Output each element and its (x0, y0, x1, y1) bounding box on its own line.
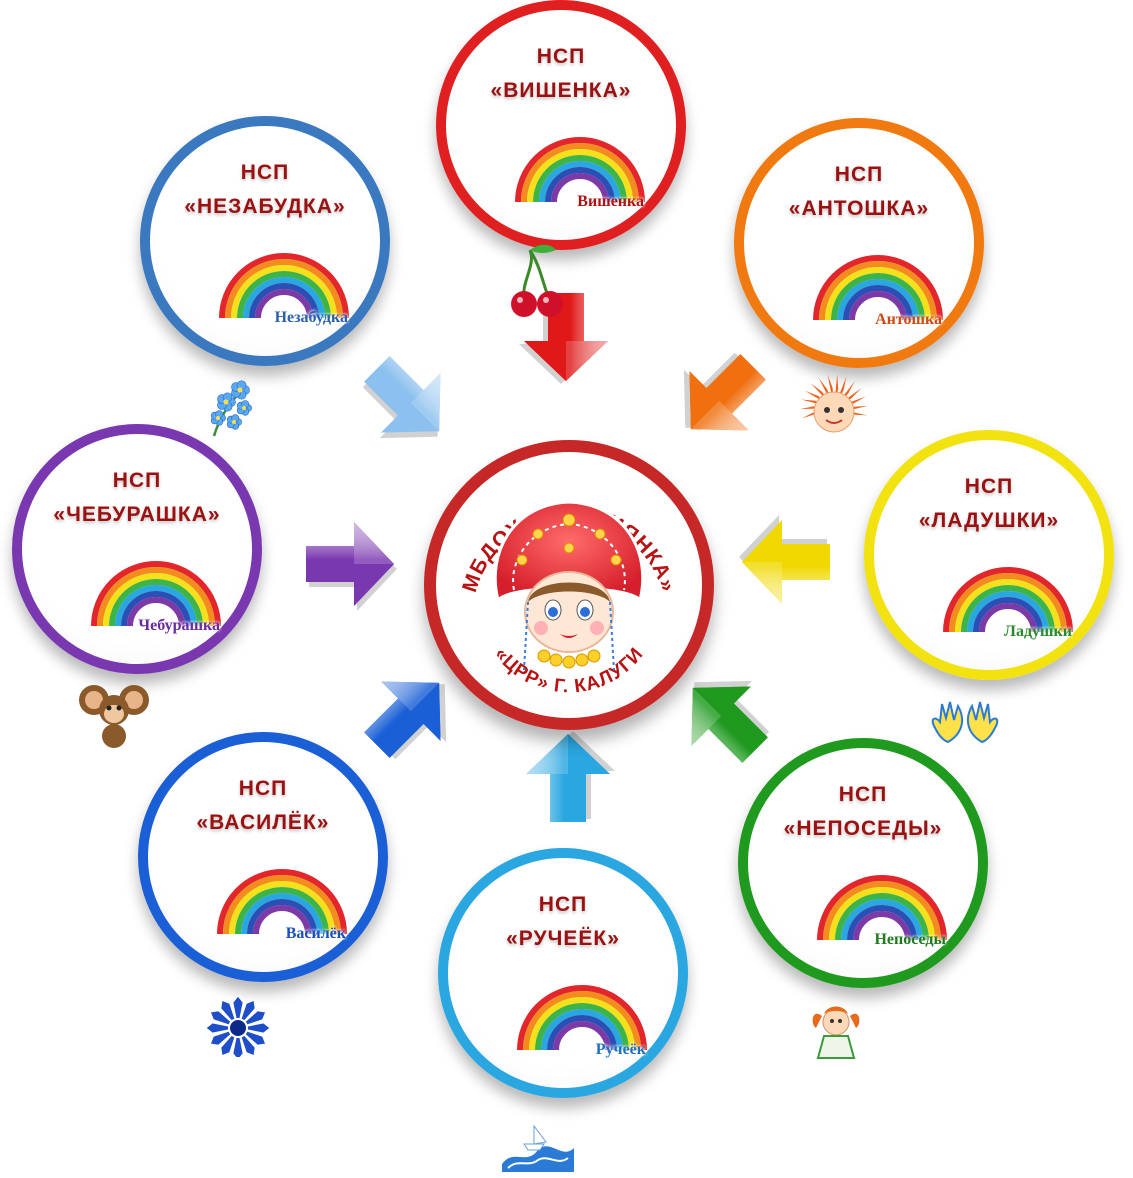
arrow-up-icon (526, 731, 615, 822)
rainbow-icon (219, 253, 349, 319)
node-ruchyok: НСП «РУЧЕЁК» Ручеёк (438, 848, 688, 1172)
node-title: «ЧЕБУРАШКА» (53, 503, 221, 526)
node-label: НСП «НЕПОСЕДЫ» (748, 778, 978, 846)
logo-neposedy: Непоседы (798, 848, 948, 1059)
node-prefix: НСП (112, 469, 162, 492)
arrow-down-icon (519, 293, 608, 384)
logo-nezabudka: Незабудка (200, 226, 350, 437)
logo-caption: Непоседы (874, 931, 946, 948)
logo-caption: Чебурашка (138, 617, 220, 634)
matryoshka-icon (493, 500, 645, 671)
center-node: МБДОУ «РОССИЯНКА» «ЦРР» Г. КАЛУГИ (424, 440, 714, 730)
node-title: «ЛАДУШКИ» (918, 509, 1060, 532)
node-prefix: НСП (838, 783, 888, 806)
arrow-left-icon (739, 515, 830, 604)
cornflower-icon (205, 995, 271, 1061)
node-label: НСП «НЕЗАБУДКА» (150, 156, 380, 224)
logo-caption: Незабудка (274, 309, 348, 326)
node-prefix: НСП (834, 163, 884, 186)
cheburashka-icon (79, 685, 149, 748)
node-prefix: НСП (964, 475, 1014, 498)
rainbow-icon (217, 869, 347, 935)
node-title: «РУЧЕЁК» (506, 927, 620, 950)
logo-vishenka: Вишенка (496, 110, 646, 317)
node-nezabudka: НСП «НЕЗАБУДКА» Незабудка (140, 116, 390, 437)
logo-caption: Вишенка (577, 193, 644, 210)
node-prefix: НСП (536, 45, 586, 68)
logo-cheburashka: Чебурашка (72, 534, 222, 748)
arrow-right-icon (306, 522, 397, 611)
logo-antoshka: Антошка (794, 228, 944, 433)
rainbow-icon (91, 561, 221, 627)
antoshka-face-icon (800, 374, 868, 433)
node-title: «ВАСИЛЁК» (196, 811, 330, 834)
arrow-up-left-icon (691, 680, 770, 763)
node-label: НСП «ЧЕБУРАШКА» (22, 464, 252, 532)
palms-icon (931, 701, 999, 744)
logo-vasilyok: Василёк (198, 842, 348, 1061)
wave-boat-icon (502, 1124, 574, 1172)
node-prefix: НСП (240, 161, 290, 184)
node-title: «НЕЗАБУДКА» (184, 195, 346, 218)
node-label: НСП «ВИШЕНКА» (446, 40, 676, 108)
node-prefix: НСП (538, 893, 588, 916)
node-cheburashka: НСП «ЧЕБУРАШКА» Чебурашка (12, 424, 262, 748)
forget-me-not-icon (210, 380, 252, 437)
node-label: НСП «ЛАДУШКИ» (874, 470, 1104, 538)
center-emblem: МБДОУ «РОССИЯНКА» «ЦРР» Г. КАЛУГИ (458, 500, 679, 697)
logo-caption: Ручеёк (595, 1041, 646, 1058)
node-title: «НЕПОСЕДЫ» (783, 817, 943, 840)
logo-caption: Ладушки (1004, 623, 1072, 640)
node-antoshka: НСП «АНТОШКА» Антошка (734, 118, 984, 433)
node-label: НСП «РУЧЕЁК» (448, 888, 678, 956)
logo-caption: Василёк (285, 925, 346, 942)
node-label: НСП «АНТОШКА» (744, 158, 974, 226)
rainbow-icon (515, 137, 645, 203)
arrow-up-right-icon (364, 681, 447, 760)
rainbow-icon (813, 255, 943, 321)
logo-caption: Антошка (875, 311, 942, 328)
node-ladushki: НСП «ЛАДУШКИ» Ладушки (864, 430, 1114, 744)
logo-ladushki: Ладушки (924, 540, 1074, 744)
cherry-icon (511, 244, 563, 317)
node-label: НСП «ВАСИЛЁК» (148, 772, 378, 840)
node-vasilyok: НСП «ВАСИЛЁК» Василёк (138, 732, 388, 1061)
girl-icon (812, 1006, 860, 1059)
node-vishenka: НСП «ВИШЕНКА» Вишенка (436, 0, 686, 317)
node-neposedy: НСП «НЕПОСЕДЫ» Непоседы (738, 738, 988, 1059)
node-prefix: НСП (238, 777, 288, 800)
rainbow-icon (943, 567, 1073, 633)
rainbow-icon (517, 985, 647, 1051)
node-title: «АНТОШКА» (788, 197, 930, 220)
node-title: «ВИШЕНКА» (490, 79, 632, 102)
arrow-down-right-icon (362, 356, 441, 439)
arrows-layer (306, 293, 830, 822)
arrow-down-left-icon (683, 352, 766, 431)
logo-ruchyok: Ручеёк (498, 958, 648, 1172)
diagram-stage: НСП «ВИШЕНКА» Вишенка НСП «АНТОШКА» Анто… (12, 0, 1114, 1172)
rainbow-icon (817, 875, 947, 941)
